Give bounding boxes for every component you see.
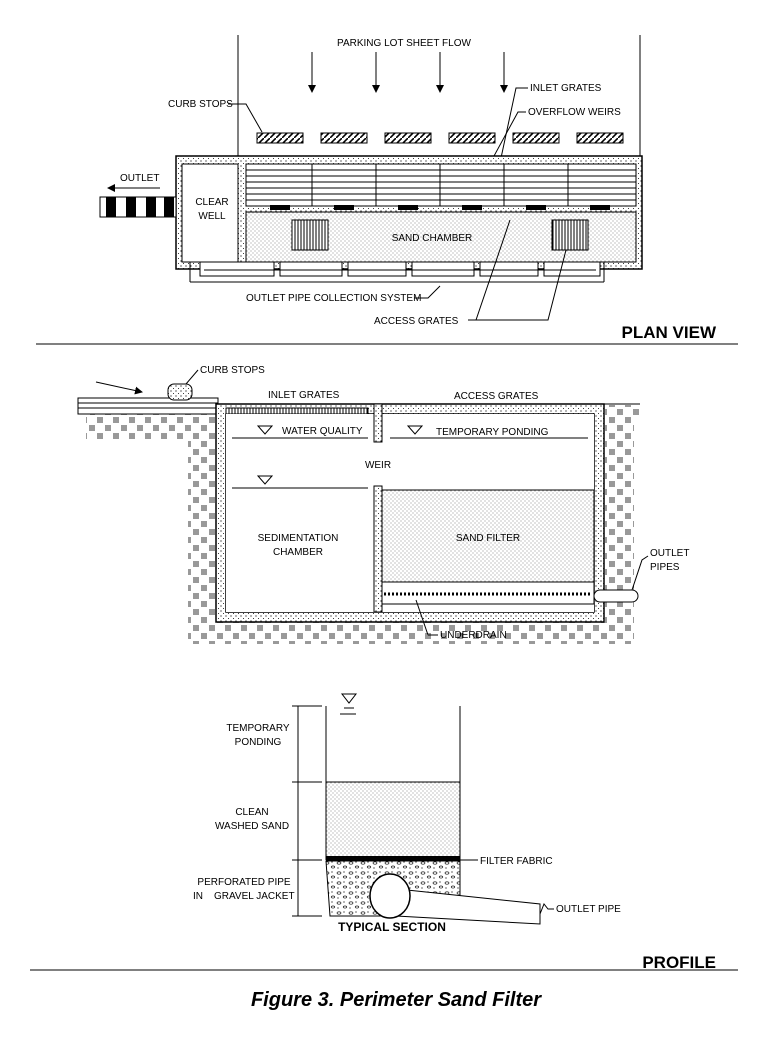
- water-quality-label: WATER QUALITY: [282, 426, 363, 437]
- temporary-label-2: PONDING: [235, 737, 282, 748]
- sheet-flow-arrows: [308, 52, 508, 93]
- temporary-ponding-label: TEMPORARY PONDING: [436, 427, 549, 438]
- sand-chamber-label: SAND CHAMBER: [392, 233, 473, 244]
- outlet-pipes-label-2: PIPES: [650, 562, 680, 573]
- profile-curb-stops-label: CURB STOPS: [200, 365, 265, 376]
- profile-title: PROFILE: [642, 953, 716, 972]
- profile-curb-stop: [167, 383, 193, 401]
- outlet-pipe-collection-system: [189, 261, 605, 283]
- upper-weir: [373, 403, 383, 443]
- section-clean-sand: [325, 781, 461, 859]
- clear-well: [181, 163, 239, 263]
- typical-section-title: TYPICAL SECTION: [338, 920, 446, 934]
- overflow-weirs-label: OVERFLOW WEIRS: [528, 107, 621, 118]
- plan-outlet-pipe: [99, 196, 177, 218]
- water-level-icon: [256, 425, 274, 435]
- profile-outlet-pipe: [593, 589, 639, 603]
- perforated-pipe-label-1: PERFORATED PIPE: [197, 877, 290, 888]
- figure-caption: Figure 3. Perimeter Sand Filter: [251, 989, 542, 1011]
- clean-sand-label-1: CLEAN: [235, 807, 268, 818]
- water-level-icon: [256, 475, 274, 485]
- underdrain-label: UNDERDRAIN: [440, 630, 507, 641]
- sand-filter-label: SAND FILTER: [456, 533, 520, 544]
- perforated-pipe-label-2b: GRAVEL JACKET: [214, 891, 295, 902]
- lower-weir: [373, 485, 383, 613]
- sheet-flow-label: PARKING LOT SHEET FLOW: [337, 38, 471, 49]
- outlet-pipe-label: OUTLET PIPE: [556, 904, 621, 915]
- profile-sand-filter: [381, 489, 595, 583]
- curb-stops-label: CURB STOPS: [168, 99, 233, 110]
- inlet-grates-label: INLET GRATES: [530, 83, 602, 94]
- profile-inlet-grates-label: INLET GRATES: [268, 390, 340, 401]
- well-label: WELL: [198, 211, 226, 222]
- profile-inlet-grate: [225, 407, 369, 415]
- plan-view: PARKING LOT SHEET FLOW CURB STOPS INLET …: [36, 35, 738, 345]
- curb-stops: [256, 132, 624, 144]
- plan-lane-lines: [246, 164, 636, 206]
- plan-view-title: PLAN VIEW: [622, 323, 717, 342]
- access-grate-right: [551, 219, 589, 251]
- typical-section: TEMPORARY PONDING CLEAN WASHED SAND PERF…: [193, 693, 621, 934]
- overflow-weir-marks: [270, 205, 610, 210]
- temporary-label-1: TEMPORARY: [226, 723, 289, 734]
- section-water-level-icon: [340, 693, 358, 704]
- sedimentation-label-1: SEDIMENTATION: [258, 533, 339, 544]
- section-filter-fabric: [326, 856, 460, 861]
- profile-flow-arrow: [95, 381, 143, 395]
- sedimentation-label-2: CHAMBER: [273, 547, 323, 558]
- perforated-pipe-label-2a: IN: [193, 891, 203, 902]
- profile-view: CURB STOPS INLET GRATES ACCESS GRATES WA…: [77, 365, 689, 644]
- clear-label: CLEAR: [195, 197, 228, 208]
- outlet-label: OUTLET: [120, 173, 159, 184]
- weir-label: WEIR: [365, 460, 391, 471]
- plan-sedimentation-chamber: [245, 163, 637, 207]
- filter-fabric-label: FILTER FABRIC: [480, 856, 553, 867]
- profile-access-grates-label: ACCESS GRATES: [454, 391, 539, 402]
- section-outlet-pipe: [387, 887, 541, 925]
- outlet-pipe-collection-label: OUTLET PIPE COLLECTION SYSTEM: [246, 293, 421, 304]
- water-level-icon: [406, 425, 424, 435]
- section-dimension-line: [292, 705, 322, 917]
- access-grate-left: [291, 219, 329, 251]
- section-perforated-pipe: [369, 873, 411, 919]
- clean-sand-label-2: WASHED SAND: [215, 821, 289, 832]
- access-grates-label: ACCESS GRATES: [374, 316, 459, 327]
- pavement: [77, 397, 219, 415]
- outlet-pipes-label-1: OUTLET: [650, 548, 689, 559]
